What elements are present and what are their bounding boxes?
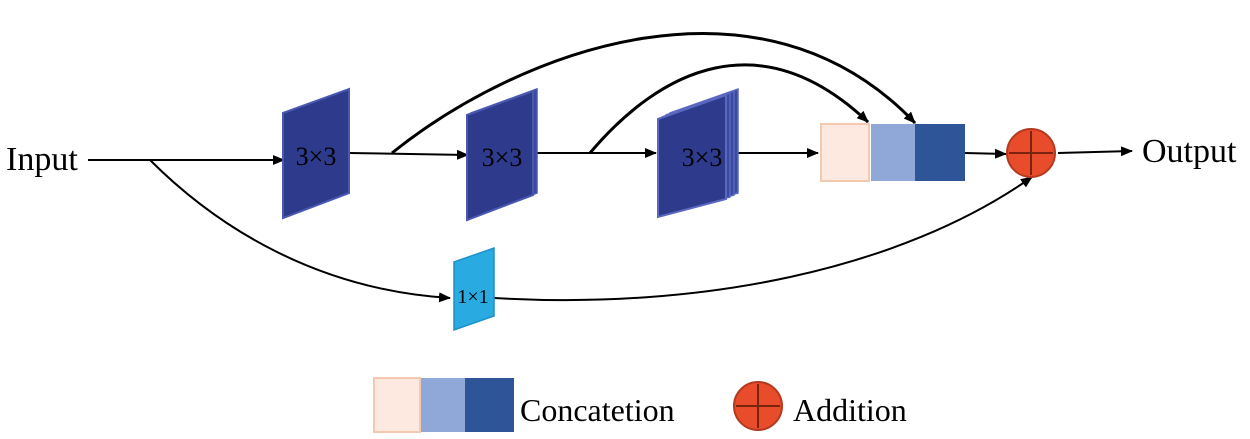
legend: Concatetion Addition — [373, 377, 907, 433]
output-label: Output — [1142, 133, 1237, 170]
legend-addition-label: Addition — [793, 392, 907, 428]
shortcut-curve-out — [493, 176, 1033, 302]
skip-curve-inner — [588, 63, 870, 154]
legend-concatenation-label: Concatetion — [520, 392, 675, 428]
conv-block-2: 3×3 — [466, 87, 538, 222]
arrow-concat-to-addition — [964, 148, 1007, 159]
conv-block-1-label: 3×3 — [296, 142, 337, 171]
arrow-conv1-to-conv2 — [348, 149, 469, 160]
concat-block — [820, 123, 965, 182]
skip-curve-outer — [391, 32, 917, 155]
arrow-addition-to-output — [1057, 146, 1133, 157]
legend-addition-icon — [733, 381, 783, 431]
shortcut-conv-block: 1×1 — [453, 246, 495, 332]
conv-block-3-label: 3×3 — [682, 143, 723, 172]
shortcut-conv-label: 1×1 — [457, 286, 488, 308]
addition-node — [1006, 128, 1056, 178]
input-label: Input — [6, 141, 78, 178]
conv-block-1: 3×3 — [282, 87, 350, 220]
legend-concat-swatch — [373, 377, 514, 433]
conv-block-3: 3×3 — [657, 87, 739, 219]
conv-block-2-label: 3×3 — [482, 143, 523, 172]
shortcut-curve-in — [149, 159, 451, 303]
